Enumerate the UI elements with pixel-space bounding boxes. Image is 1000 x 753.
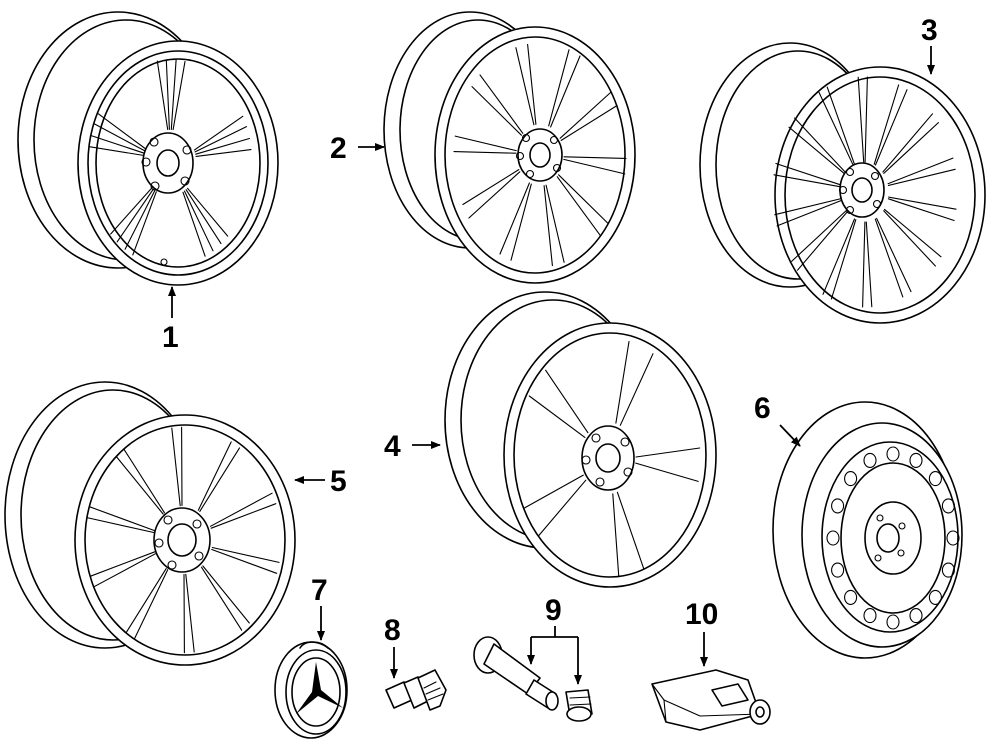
tpms-sensor[interactable]: 10 [651, 598, 771, 731]
callout-2: 2 [330, 132, 347, 165]
wheel-bolt[interactable]: 8 [384, 614, 447, 711]
callout-7: 7 [311, 574, 328, 607]
wheel-bolt-icon [385, 669, 447, 711]
alloy-wheel-5-spoke-icon [444, 291, 717, 588]
callout-1: 1 [162, 321, 179, 354]
callout-4: 4 [384, 430, 401, 463]
callout-3: 3 [921, 14, 938, 47]
valve-stem-icon [473, 636, 593, 722]
valve-stem[interactable]: 9 [473, 594, 593, 722]
center-cap-icon [274, 641, 348, 739]
wheel-4[interactable]: 4 [384, 291, 717, 588]
wheel-2[interactable]: 2 [330, 11, 636, 284]
wheel-6[interactable]: 6 [754, 392, 963, 659]
spare-steel-wheel-icon [772, 401, 963, 659]
callout-10: 10 [685, 598, 718, 631]
wheel-3[interactable]: 3 [699, 14, 986, 324]
alloy-wheel-5-double-spoke-icon [17, 11, 279, 286]
callout-5: 5 [330, 465, 347, 498]
wheel-5[interactable]: 5 [4, 381, 347, 666]
callout-9: 9 [545, 594, 562, 627]
tpms-sensor-icon [651, 669, 771, 731]
alloy-wheel-10-spoke-icon [4, 381, 296, 666]
callout-8: 8 [384, 614, 401, 647]
alloy-wheel-multi-spoke-icon [699, 42, 986, 324]
alloy-wheel-10-split-spoke-icon [383, 11, 636, 284]
center-cap[interactable]: 7 [274, 574, 348, 739]
callout-6: 6 [754, 392, 771, 425]
wheel-1[interactable]: 1 [17, 11, 279, 354]
